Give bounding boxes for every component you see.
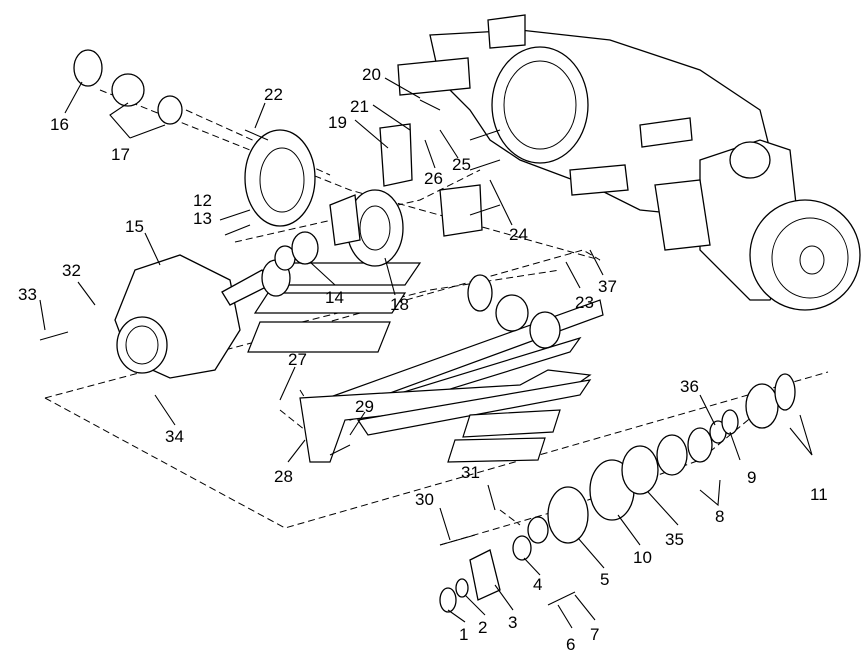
callout-1: 1 [459,625,468,644]
callout-18: 18 [390,295,409,314]
callout-21: 21 [350,97,369,116]
callout-29: 29 [355,397,374,416]
callout-5: 5 [600,570,609,589]
callout-26: 26 [424,169,443,188]
callout-36: 36 [680,377,699,396]
callout-23: 23 [575,293,594,312]
ring-gear [244,129,316,227]
callout-7: 7 [590,625,599,644]
callout-16: 16 [50,115,69,134]
callout-25: 25 [452,155,471,174]
callout-15: 15 [125,217,144,236]
callout-2: 2 [478,618,487,637]
callout-labels: 1 2 3 4 5 6 7 8 9 10 11 12 13 14 15 16 1… [18,65,828,654]
pinion-bearings [274,231,319,271]
callout-12: 12 [193,191,212,210]
callout-13: 13 [193,209,212,228]
callout-19: 19 [328,113,347,132]
callout-14: 14 [325,288,344,307]
callout-33: 33 [18,285,37,304]
callout-6: 6 [566,635,575,654]
callout-24: 24 [509,225,528,244]
callout-3: 3 [508,613,517,632]
differential-carrier [114,254,241,379]
callout-20: 20 [362,65,381,84]
callout-8: 8 [715,507,724,526]
callout-28: 28 [274,467,293,486]
callout-32: 32 [62,261,81,280]
callout-22: 22 [264,85,283,104]
callout-31: 31 [461,463,480,482]
differential-case [329,189,404,267]
callout-17: 17 [111,145,130,164]
wheel-hub-assembly [654,139,861,311]
leader-lines [39,77,813,629]
axle-housing [379,14,771,237]
callout-30: 30 [415,490,434,509]
callout-11: 11 [810,485,828,504]
callout-35: 35 [665,530,684,549]
input-shaft-stack [439,373,796,613]
callout-10: 10 [633,548,652,567]
callout-4: 4 [533,575,542,594]
callout-9: 9 [747,468,756,487]
callout-37: 37 [598,277,617,296]
watermark-logo [247,262,604,463]
callout-27: 27 [288,350,307,369]
carrier-bearings-upper [73,49,183,125]
side-bearings [467,274,561,349]
callout-34: 34 [165,427,184,446]
fasteners [39,99,576,606]
